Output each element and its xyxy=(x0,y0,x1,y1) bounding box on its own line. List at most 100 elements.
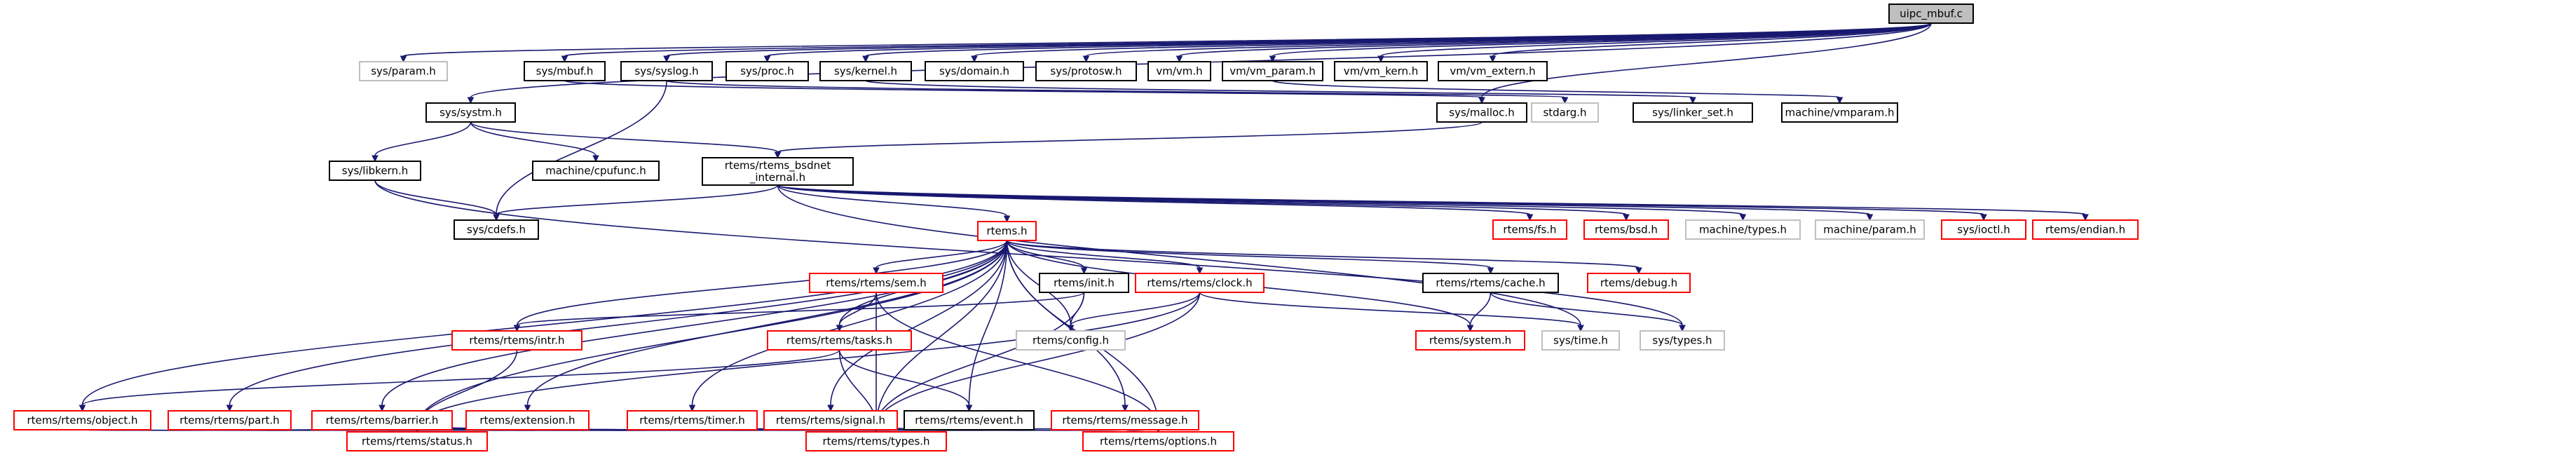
node-box xyxy=(1531,102,1599,123)
edge-arrowhead xyxy=(1836,97,1844,104)
node-rtems-config-h[interactable]: rtems/config.h xyxy=(1016,330,1126,351)
node-label-line: rtems/endian.h xyxy=(2045,224,2125,236)
node-label: vm/vm.h xyxy=(1156,65,1202,78)
graph-edges xyxy=(79,22,2089,433)
node-rtems-rtems-sem-h[interactable]: rtems/rtems/sem.h xyxy=(809,273,943,293)
node-rtems-fs-h[interactable]: rtems/fs.h xyxy=(1492,219,1567,240)
node-label: sys/ioctl.h xyxy=(1957,224,2010,236)
node-rtems-system-h[interactable]: rtems/system.h xyxy=(1415,330,1525,351)
edge-arrowhead xyxy=(763,55,771,63)
node-rtems-extension-h[interactable]: rtems/extension.h xyxy=(465,410,590,430)
edge-line xyxy=(1481,22,1932,98)
edge-tasks-to-event xyxy=(838,349,973,412)
edge-rtemsh-to-timer xyxy=(688,240,1008,412)
node-sys-types-h[interactable]: sys/types.h xyxy=(1640,330,1725,351)
node-machine-vmparam-h[interactable]: machine/vmparam.h xyxy=(1781,102,1898,123)
node-rtems-rtems-cache-h[interactable]: rtems/rtems/cache.h xyxy=(1422,273,1559,293)
node-machine-cpufunc-h[interactable]: machine/cpufunc.h xyxy=(532,161,660,181)
node-sys-linker-set-h[interactable]: sys/linker_set.h xyxy=(1633,102,1753,123)
node-rtems-rtems-signal-h[interactable]: rtems/rtems/signal.h xyxy=(763,410,898,430)
node-label: rtems/rtems_bsdnet_internal.h xyxy=(725,159,831,184)
node-rtems-bsd-h[interactable]: rtems/bsd.h xyxy=(1583,219,1669,240)
edge-syslog-to-stdarg xyxy=(666,80,1569,104)
node-rtems-rtems-status-h[interactable]: rtems/rtems/status.h xyxy=(346,431,488,451)
node-label: stdarg.h xyxy=(1543,107,1586,119)
node-rtems-rtems-object-h[interactable]: rtems/rtems/object.h xyxy=(13,410,151,430)
node-label: sys/protosw.h xyxy=(1050,65,1122,78)
node-machine-types-h[interactable]: machine/types.h xyxy=(1685,219,1801,240)
node-vm-vm-h[interactable]: vm/vm.h xyxy=(1147,61,1211,81)
node-rtems-rtems-options-h[interactable]: rtems/rtems/options.h xyxy=(1082,431,1234,451)
node-label: rtems/rtems/barrier.h xyxy=(326,414,439,427)
node-rtems-rtems-event-h[interactable]: rtems/rtems/event.h xyxy=(904,410,1035,430)
edge-kernel-to-linkerset xyxy=(865,80,1696,104)
edge-line xyxy=(968,240,1008,406)
node-box xyxy=(702,157,854,186)
node-sys-time-h[interactable]: sys/time.h xyxy=(1541,330,1620,351)
edge-line xyxy=(830,240,1008,406)
edge-systm-to-cpufunc xyxy=(470,121,599,163)
node-rtems-rtems-tasks-h[interactable]: rtems/rtems/tasks.h xyxy=(767,330,912,351)
edge-arrowhead xyxy=(1196,267,1204,275)
node-stdarg-h[interactable]: stdarg.h xyxy=(1531,102,1599,123)
node-box xyxy=(627,410,758,430)
node-label-line: sys/cdefs.h xyxy=(467,224,526,236)
node-sys-mbuf-h[interactable]: sys/mbuf.h xyxy=(524,61,606,81)
node-uipc-mbuf-c[interactable]: uipc_mbuf.c xyxy=(1888,4,1974,24)
node-sys-malloc-h[interactable]: sys/malloc.h xyxy=(1436,102,1527,123)
node-sys-domain-h[interactable]: sys/domain.h xyxy=(925,61,1024,81)
edge-arrowhead xyxy=(1466,325,1474,332)
node-sys-syslog-h[interactable]: sys/syslog.h xyxy=(620,61,713,81)
edge-bsdnet-to-endian xyxy=(777,184,2089,222)
edge-line xyxy=(229,240,1008,406)
node-rtems-debug-h[interactable]: rtems/debug.h xyxy=(1587,273,1691,293)
node-box xyxy=(311,410,453,430)
node-rtems-rtems-part-h[interactable]: rtems/rtems/part.h xyxy=(168,410,292,430)
edge-line xyxy=(496,80,667,215)
node-vm-vm-kern-h[interactable]: vm/vm_kern.h xyxy=(1334,61,1428,81)
node-vm-vm-param-h[interactable]: vm/vm_param.h xyxy=(1222,61,1323,81)
node-sys-libkern-h[interactable]: sys/libkern.h xyxy=(329,161,421,181)
node-sys-proc-h[interactable]: sys/proc.h xyxy=(725,61,809,81)
node-rtems-h[interactable]: rtems.h xyxy=(977,221,1037,241)
node-label-line: rtems/rtems/tasks.h xyxy=(786,334,892,347)
node-rtems-rtems-bsdnet-internal-h[interactable]: rtems/rtems_bsdnet_internal.h xyxy=(702,157,854,186)
node-box xyxy=(763,410,898,430)
node-rtems-rtems-timer-h[interactable]: rtems/rtems/timer.h xyxy=(627,410,758,430)
node-sys-cdefs-h[interactable]: sys/cdefs.h xyxy=(454,219,539,240)
node-label-line: rtems/rtems/cache.h xyxy=(1436,277,1545,290)
node-box xyxy=(819,61,912,81)
edge-arrowhead xyxy=(688,405,696,412)
node-sys-param-h[interactable]: sys/param.h xyxy=(359,61,448,81)
node-box xyxy=(346,431,488,451)
edge-arrowhead xyxy=(1561,97,1569,104)
edge-line xyxy=(838,292,877,326)
node-sys-protosw-h[interactable]: sys/protosw.h xyxy=(1035,61,1137,81)
edge-libkern-to-cdefs xyxy=(374,179,500,222)
node-rtems-rtems-clock-h[interactable]: rtems/rtems/clock.h xyxy=(1135,273,1265,293)
node-rtems-rtems-types-h[interactable]: rtems/rtems/types.h xyxy=(805,431,947,451)
node-rtems-rtems-barrier-h[interactable]: rtems/rtems/barrier.h xyxy=(311,410,453,430)
node-rtems-rtems-message-h[interactable]: rtems/rtems/message.h xyxy=(1051,410,1199,430)
node-label-line: rtems/system.h xyxy=(1429,334,1511,347)
node-label: machine/vmparam.h xyxy=(1785,107,1895,119)
edge-line xyxy=(838,349,970,406)
node-sys-kernel-h[interactable]: sys/kernel.h xyxy=(819,61,912,81)
edge-line xyxy=(1272,80,1841,98)
node-machine-param-h[interactable]: machine/param.h xyxy=(1815,219,1925,240)
node-label-line: sys/protosw.h xyxy=(1050,65,1122,78)
edge-syslog-to-cdefs xyxy=(493,80,667,222)
edge-arrowhead xyxy=(226,405,233,412)
node-vm-vm-extern-h[interactable]: vm/vm_extern.h xyxy=(1438,61,1548,81)
node-box xyxy=(1082,431,1234,451)
node-sys-ioctl-h[interactable]: sys/ioctl.h xyxy=(1941,219,2026,240)
node-rtems-endian-h[interactable]: rtems/endian.h xyxy=(2032,219,2139,240)
edge-line xyxy=(81,349,840,406)
node-sys-systm-h[interactable]: sys/systm.h xyxy=(425,102,516,123)
edge-rtemsh-to-sem xyxy=(873,240,1008,275)
edge-clock-to-config xyxy=(1067,292,1201,332)
node-rtems-init-h[interactable]: rtems/init.h xyxy=(1039,273,1129,293)
edge-line xyxy=(416,292,1201,427)
node-label: sys/linker_set.h xyxy=(1652,107,1733,120)
node-rtems-rtems-intr-h[interactable]: rtems/rtems/intr.h xyxy=(451,330,582,351)
